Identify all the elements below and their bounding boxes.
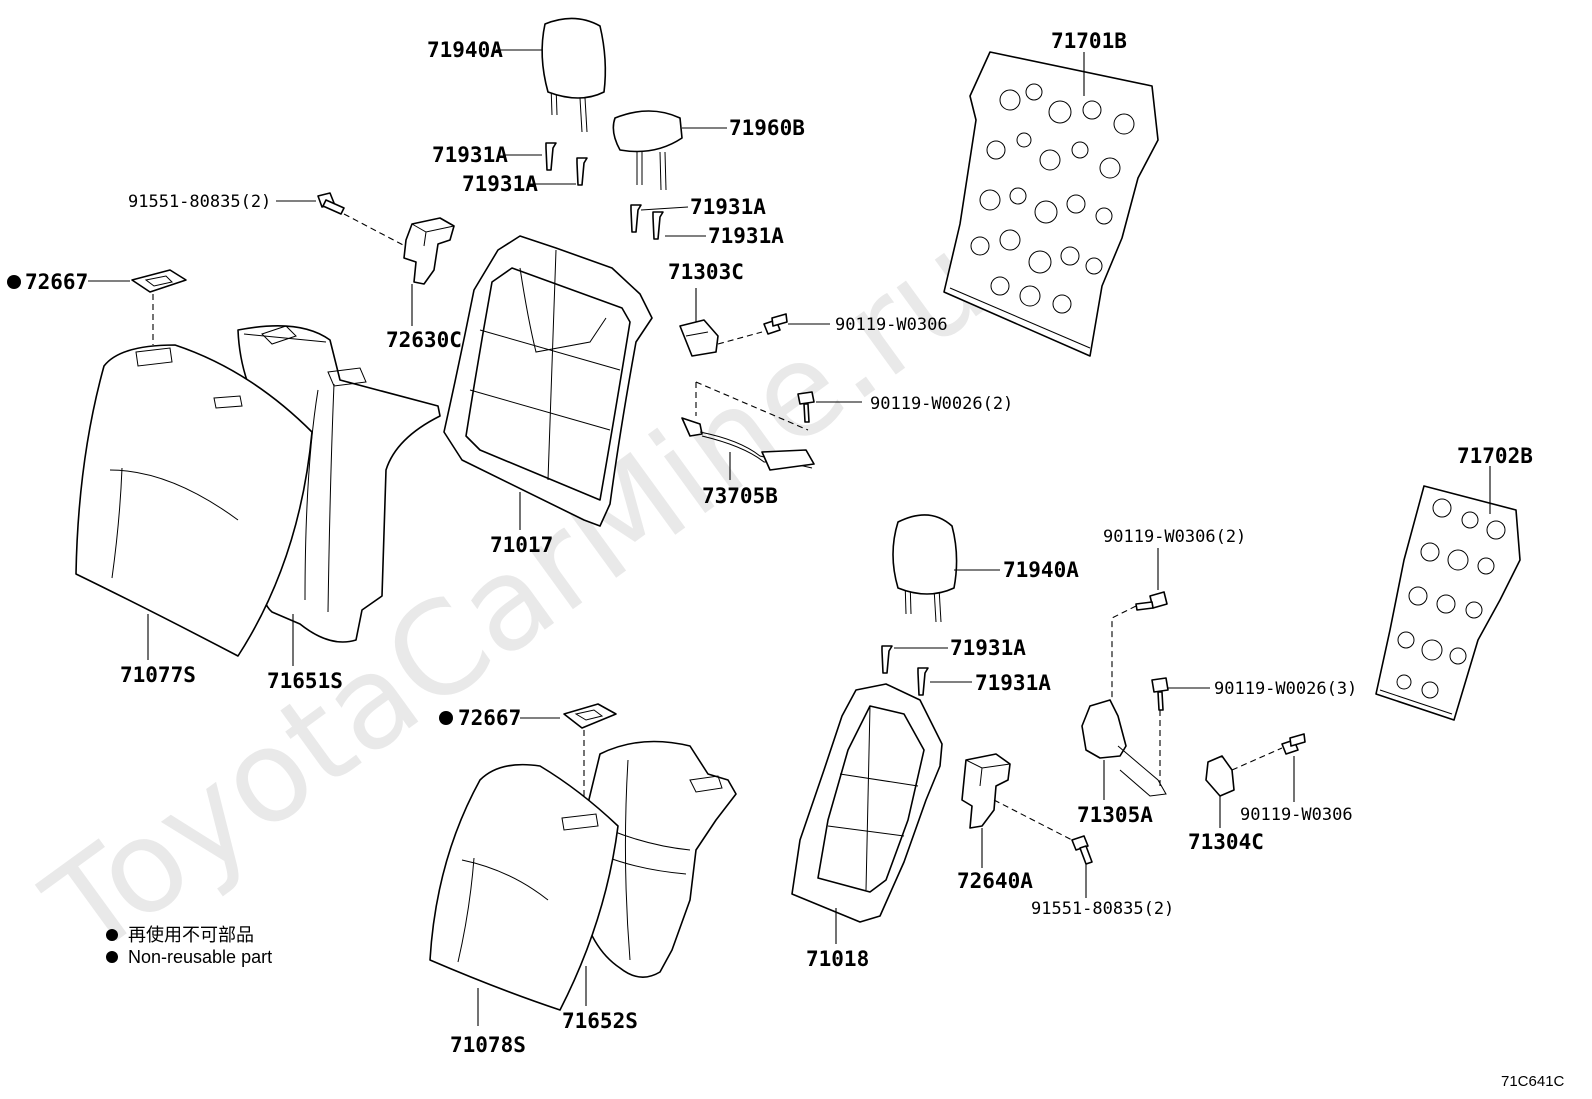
label-71931A-2[interactable]: 71931A	[462, 172, 538, 196]
back-board-71702B[interactable]	[1375, 485, 1521, 721]
legend-item-japanese: 再使用不可部品	[106, 921, 254, 947]
label-73705B[interactable]: 73705B	[702, 484, 778, 508]
screw-90119-W0306-top[interactable]	[763, 313, 788, 335]
back-board-71701B[interactable]	[943, 51, 1159, 357]
label-71960B[interactable]: 71960B	[729, 116, 805, 140]
label-71940A-top[interactable]: 71940A	[427, 38, 503, 62]
seatback-pad-71652S[interactable]	[579, 740, 737, 978]
label-71701B[interactable]: 71701B	[1051, 29, 1127, 53]
label-71077S[interactable]: 71077S	[120, 663, 196, 687]
dashline-72640A	[993, 799, 1073, 841]
bezel-72667-top[interactable]	[131, 269, 187, 293]
guide-71931A-3[interactable]	[630, 204, 642, 233]
label-90119-W0306-bottom[interactable]: 90119-W0306	[1240, 805, 1353, 825]
headrest-71940A-top[interactable]	[541, 17, 607, 133]
guide-71931A-6[interactable]	[917, 667, 929, 696]
hinge-cover-71304C[interactable]	[1205, 755, 1235, 797]
bullet-dot-icon	[106, 951, 118, 963]
guide-71931A-2[interactable]	[576, 157, 588, 186]
label-71018[interactable]: 71018	[806, 947, 869, 971]
bezel-72667-bottom[interactable]	[563, 703, 617, 729]
label-72640A[interactable]: 72640A	[957, 869, 1033, 893]
label-71931A-1[interactable]: 71931A	[432, 143, 508, 167]
non-reusable-dot-top	[7, 275, 21, 289]
label-71652S[interactable]: 71652S	[562, 1009, 638, 1033]
label-72667-top[interactable]: 72667	[25, 270, 88, 294]
screw-90119-W0306-2[interactable]	[1135, 591, 1168, 611]
screw-90119-W0306-bottom[interactable]	[1281, 733, 1306, 755]
label-71078S[interactable]: 71078S	[450, 1033, 526, 1057]
bolt-91551-80835-top[interactable]	[317, 192, 345, 215]
dashline-91551-top	[343, 213, 406, 247]
bullet-dot-icon	[106, 929, 118, 941]
label-91551-80835-top[interactable]: 91551-80835(2)	[128, 192, 271, 212]
dashline-71303C	[717, 331, 763, 345]
bolt-91551-80835-bottom[interactable]	[1071, 835, 1093, 865]
leader-71931A-3	[640, 206, 689, 211]
dashline-73705B-a	[695, 381, 809, 431]
label-71304C[interactable]: 71304C	[1188, 830, 1264, 854]
bolt-90119-W0026-3[interactable]	[1151, 677, 1169, 711]
label-71931A-3[interactable]: 71931A	[690, 195, 766, 219]
label-71931A-6[interactable]: 71931A	[975, 671, 1051, 695]
label-71702B[interactable]: 71702B	[1457, 444, 1533, 468]
label-90119-W0306-top[interactable]: 90119-W0306	[835, 315, 948, 335]
label-71651S[interactable]: 71651S	[267, 669, 343, 693]
legend-text-japanese: 再使用不可部品	[128, 925, 254, 945]
hinge-cover-71303C[interactable]	[679, 319, 719, 357]
guide-71931A-5[interactable]	[881, 645, 893, 674]
label-71940A-bottom[interactable]: 71940A	[1003, 558, 1079, 582]
seat-lock-72630C[interactable]	[403, 217, 455, 285]
dashline-90119-W0306-2	[1111, 605, 1137, 700]
label-90119-W0306-2[interactable]: 90119-W0306(2)	[1103, 527, 1246, 547]
cable-73705B[interactable]	[681, 417, 815, 471]
headrest-71940A-bottom[interactable]	[892, 514, 958, 623]
label-71931A-4[interactable]: 71931A	[708, 224, 784, 248]
label-72667-bottom[interactable]: 72667	[458, 706, 521, 730]
legend-item-english: Non-reusable part	[106, 947, 272, 968]
dashline-71304C	[1231, 747, 1283, 771]
non-reusable-dot-bottom	[439, 711, 453, 725]
label-90119-W0026-3[interactable]: 90119-W0026(3)	[1214, 679, 1357, 699]
seatback-cover-71077S[interactable]	[75, 344, 313, 657]
headrest-71960B[interactable]	[612, 110, 683, 191]
label-72630C[interactable]: 72630C	[386, 328, 462, 352]
seatback-frame-71017[interactable]	[443, 235, 653, 527]
label-71305A[interactable]: 71305A	[1077, 803, 1153, 827]
label-90119-W0026-2[interactable]: 90119-W0026(2)	[870, 394, 1013, 414]
label-71303C[interactable]: 71303C	[668, 260, 744, 284]
legend-text-english: Non-reusable part	[128, 947, 273, 967]
label-71931A-5[interactable]: 71931A	[950, 636, 1026, 660]
label-91551-80835-bottom[interactable]: 91551-80835(2)	[1031, 899, 1174, 919]
seatback-frame-71018[interactable]	[791, 683, 943, 923]
seat-lock-72640A[interactable]	[961, 753, 1011, 829]
seatback-cover-71078S[interactable]	[429, 763, 619, 1011]
bolt-90119-W0026-2[interactable]	[797, 391, 815, 423]
hinge-71305A[interactable]	[1081, 699, 1167, 797]
diagram-code: 71C641C	[1501, 1073, 1565, 1090]
label-71017[interactable]: 71017	[490, 533, 553, 557]
guide-71931A-1[interactable]	[545, 142, 557, 171]
guide-71931A-4[interactable]	[652, 211, 664, 240]
